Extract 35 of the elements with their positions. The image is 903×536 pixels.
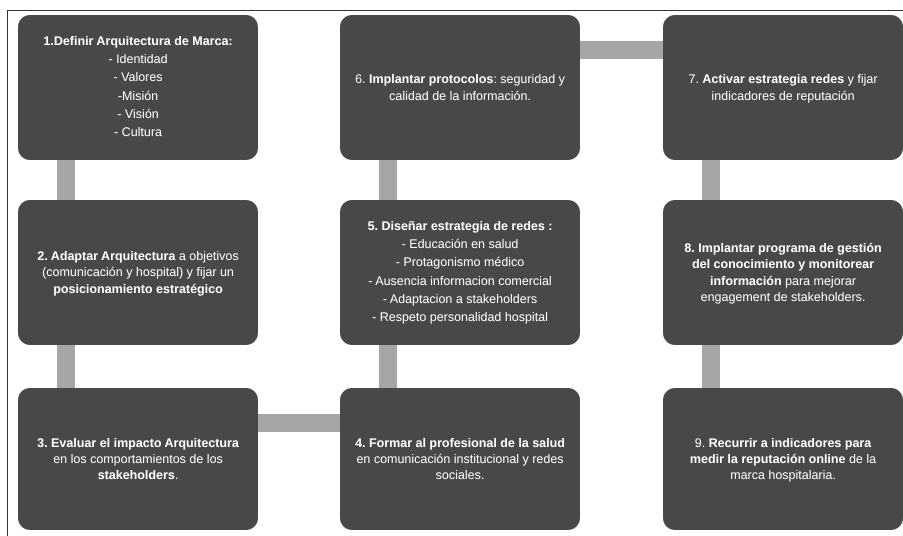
step-text: 9. Recurrir a indicadores para medir la reputación online de la marca hospitalaria.: [688, 434, 878, 484]
list-item: -Misión: [118, 88, 158, 104]
connector-bar: [702, 345, 720, 388]
step-box: [18, 15, 258, 160]
step-box: [18, 388, 258, 530]
step-text: 7. Activar estrategia redes y fijar indicadores de reputación: [688, 71, 878, 104]
step-text: 6. Implantar protocolos: seguridad y calidad de la información.: [354, 71, 566, 104]
step-box: [663, 388, 903, 530]
step-text: 8. Implantar programa de gestión del conocimiento y monitorear información para mejorar engagement de stakeholders.: [683, 240, 883, 305]
step-box: [340, 15, 580, 160]
list-item: - Visión: [117, 106, 159, 122]
step-box: [663, 15, 903, 160]
list-item: - Ausencia informacion comercial: [368, 272, 552, 289]
connector-bar: [57, 345, 75, 388]
list-item: - Educación en salud: [402, 236, 518, 252]
step-box: [340, 200, 580, 345]
step-text: 3. Evaluar el impacto Arquitectura en los comportamientos de los stakeholders.: [36, 434, 240, 484]
step-text: 2. Adaptar Arquitectura a objetivos (comunicación y hospital) y fijar un posicionamiento estratégico: [36, 248, 240, 297]
connector-bar: [379, 160, 397, 200]
list-item: - Protagonismo médico: [396, 254, 524, 270]
step-heading: 1.Definir Arquitectura de Marca:: [43, 32, 233, 49]
connector-bar: [379, 345, 397, 388]
connector-bar: [57, 160, 75, 200]
step-text: 4. Formar al profesional de la salud en comunicación institucional y redes sociales.: [354, 434, 566, 484]
list-item: - Valores: [113, 69, 163, 86]
list-item: - Cultura: [114, 124, 162, 140]
step-heading: 5. Diseñar estrategia de redes :: [368, 218, 552, 234]
step-box: [340, 388, 580, 530]
list-item: - Respeto personalidad hospital: [372, 309, 548, 326]
step-box: [663, 200, 903, 345]
connector-bar: [258, 414, 340, 432]
step-box: [18, 200, 258, 345]
connector-bar: [702, 160, 720, 200]
list-item: - Adaptacion a stakeholders: [382, 290, 538, 307]
list-item: - Identidad: [108, 51, 168, 68]
